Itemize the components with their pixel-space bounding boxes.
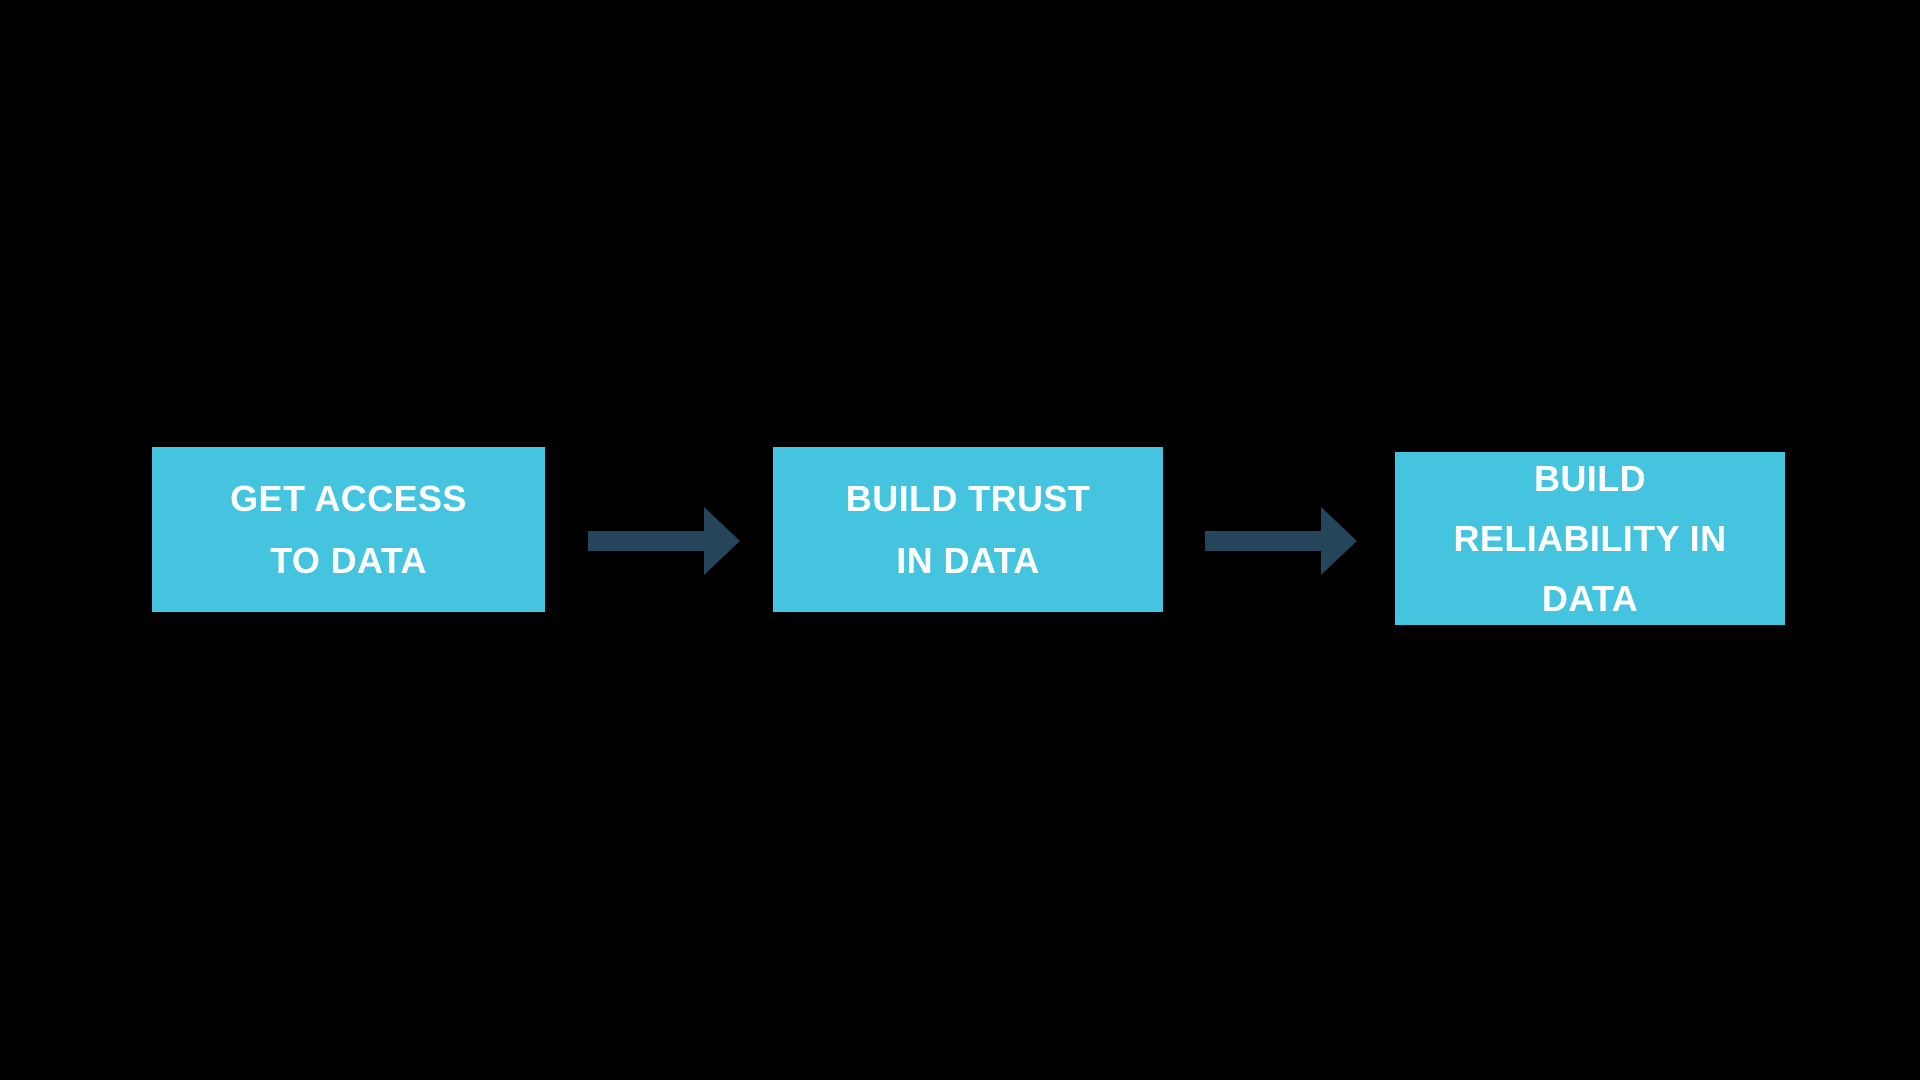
process-step-label: GET ACCESS TO DATA	[230, 477, 467, 581]
process-step-build-trust-in-data[interactable]: BUILD TRUST IN DATA	[773, 447, 1163, 612]
process-step-get-access-to-data[interactable]: GET ACCESS TO DATA	[152, 447, 545, 612]
process-step-label: BUILD TRUST IN DATA	[845, 477, 1091, 581]
arrow-right-icon	[586, 505, 742, 577]
process-step-label: BUILD RELIABILITY IN DATA	[1453, 457, 1727, 619]
arrow-right-icon	[1203, 505, 1359, 577]
process-step-build-reliability-in-data[interactable]: BUILD RELIABILITY IN DATA	[1395, 452, 1785, 625]
